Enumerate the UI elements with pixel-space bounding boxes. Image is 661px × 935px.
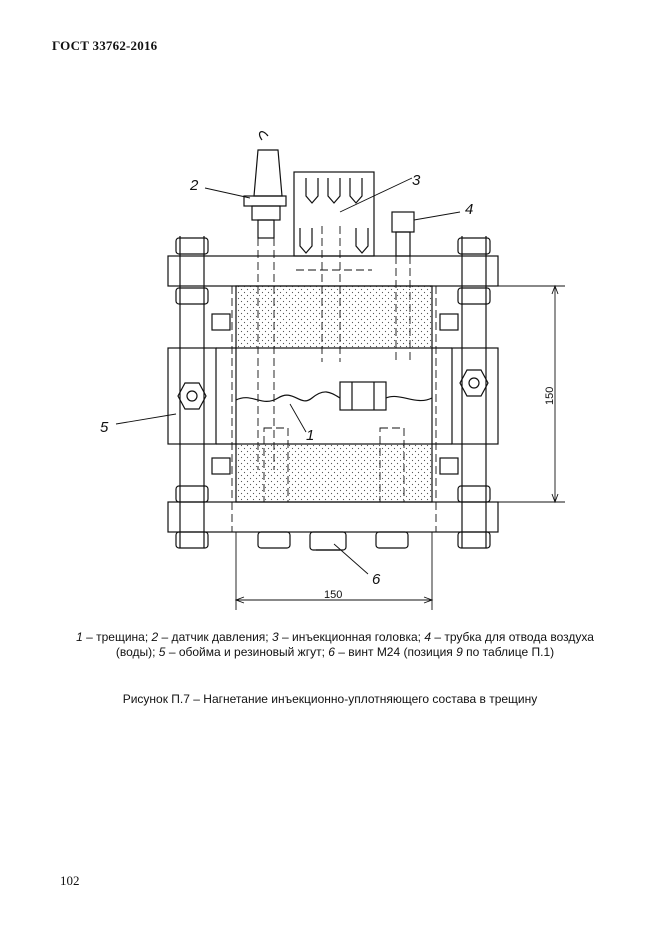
label-2: 2: [189, 177, 199, 194]
injection-figure: 2 3 4 5 1 6 150 150: [100, 131, 565, 610]
air-tube: [391, 211, 415, 233]
figure-legend: 1 – трещина; 2 – датчик давления; 3 – ин…: [76, 630, 594, 659]
clamp-left: [167, 347, 217, 445]
document-header: ГОСТ 33762-2016: [52, 38, 158, 53]
concrete-block-bottom: [235, 443, 433, 503]
injection-housing: [293, 171, 375, 257]
pressure-sensor: [253, 149, 283, 197]
label-5: 5: [100, 419, 109, 436]
concrete-block-top: [235, 285, 433, 349]
figure-caption: Рисунок П.7 – Нагнетание инъекционно-упл…: [122, 692, 538, 706]
label-4: 4: [465, 201, 473, 218]
dimension-vertical: 150: [544, 387, 556, 405]
crack-line: [235, 391, 341, 403]
label-6: 6: [372, 571, 381, 588]
dimension-horizontal: 150: [324, 589, 342, 601]
label-3: 3: [412, 172, 421, 189]
clamp-right: [451, 347, 499, 445]
screw-m24: [309, 531, 347, 551]
label-1: 1: [306, 427, 314, 444]
page-number: 102: [60, 873, 80, 888]
upper-plate: [167, 255, 499, 287]
lower-plate: [167, 501, 499, 533]
